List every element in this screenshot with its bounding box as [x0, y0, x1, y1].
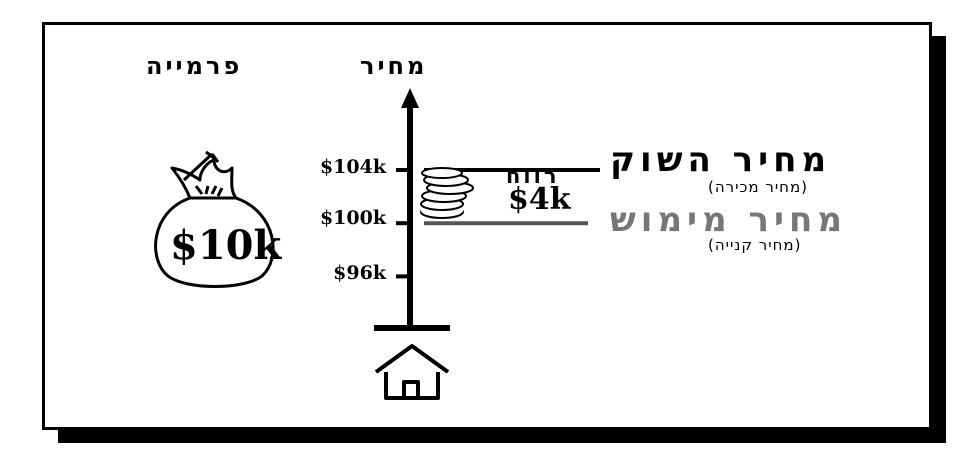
profit-label: רווח	[506, 164, 560, 188]
market-price-subtitle: (מחיר מכירה)	[708, 178, 809, 196]
tick-label-100k: $100k	[319, 207, 386, 229]
premium-header: פרמייה	[146, 52, 243, 80]
coin-stack-icon	[420, 167, 474, 219]
premium-value: $10k	[170, 222, 282, 269]
arrow-up-icon	[401, 88, 419, 108]
market-price-title: מחיר השוק	[610, 140, 832, 180]
price-header: מחיר	[360, 52, 428, 80]
money-bag-icon	[154, 150, 275, 288]
tick-label-104k: $104k	[319, 156, 386, 178]
diagram-frame	[42, 22, 932, 430]
tick-marks	[396, 168, 410, 279]
profit-value: $4k	[508, 182, 571, 217]
house-icon	[374, 344, 450, 400]
strike-price-subtitle: (מחיר קנייה)	[708, 236, 802, 254]
strike-price-title: מחיר מימוש	[610, 200, 847, 240]
tick-label-96k: $96k	[333, 262, 386, 284]
